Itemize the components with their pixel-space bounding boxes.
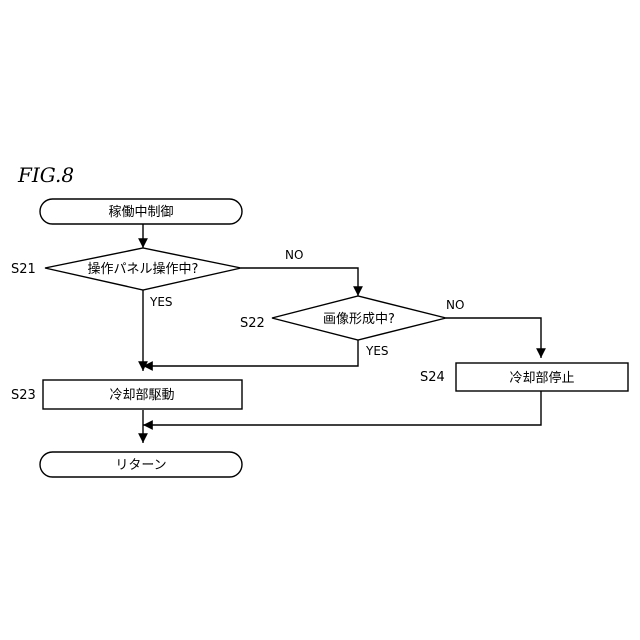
connector-d1-no-to-d2 bbox=[241, 268, 358, 296]
decision-image-forming-label: 画像形成中? bbox=[323, 312, 395, 327]
start-label: 稼働中制御 bbox=[108, 205, 173, 220]
process-cooling-drive-label: 冷却部駆動 bbox=[109, 388, 174, 403]
step-s23: S23 bbox=[11, 388, 36, 403]
step-s24: S24 bbox=[420, 370, 445, 385]
figure-label: FIG.8 bbox=[17, 163, 74, 187]
decision-operation-panel-label: 操作パネル操作中? bbox=[88, 261, 199, 277]
process-cooling-stop-label: 冷却部停止 bbox=[509, 370, 574, 386]
branch-d2-no: NO bbox=[446, 298, 464, 312]
end-label: リターン bbox=[115, 458, 166, 473]
branch-d1-yes: YES bbox=[149, 295, 173, 309]
connector-d2-yes-to-p1 bbox=[143, 340, 358, 366]
connector-d2-no-to-p2 bbox=[446, 318, 541, 358]
branch-d1-no: NO bbox=[285, 248, 303, 262]
step-s22: S22 bbox=[240, 316, 265, 331]
branch-d2-yes: YES bbox=[365, 344, 389, 358]
step-s21: S21 bbox=[11, 262, 36, 277]
